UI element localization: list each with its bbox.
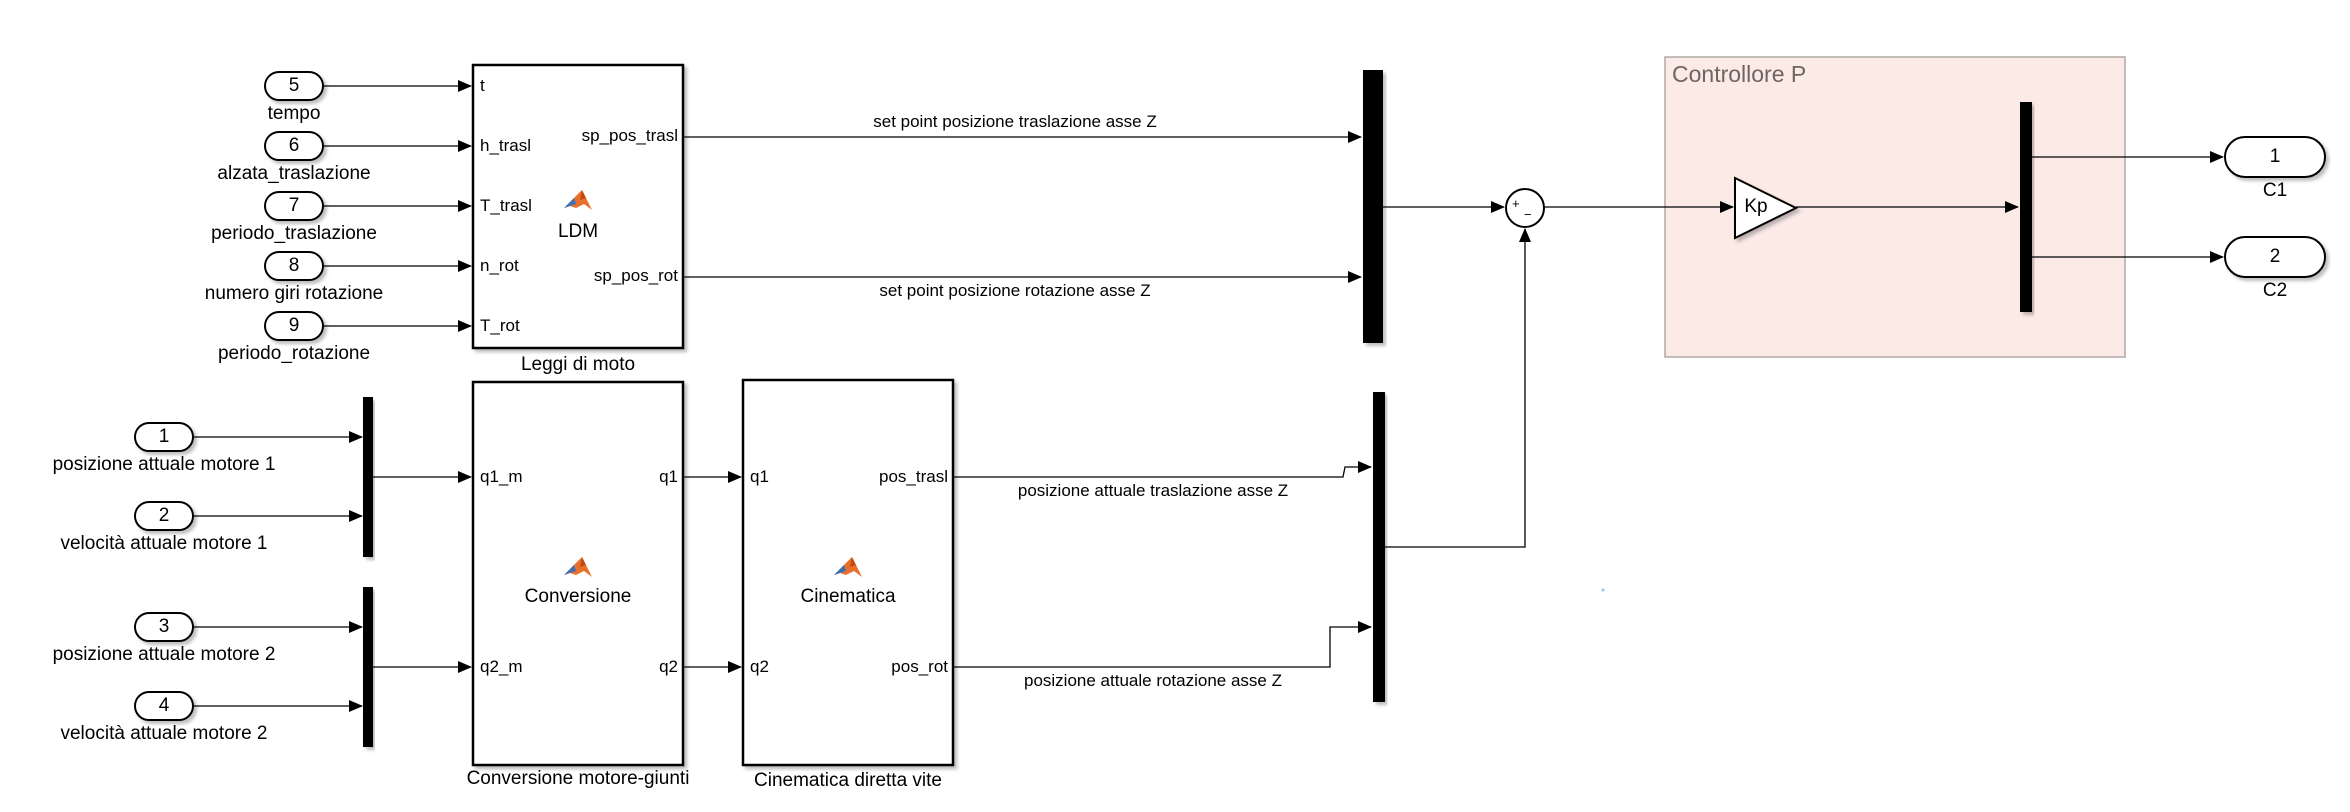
- controller-title: Controllore P: [1672, 61, 1807, 87]
- sum-sign-minus: −: [1524, 207, 1532, 222]
- cinematica-block-name: Cinematica: [800, 586, 896, 607]
- inport-3-number: 3: [158, 616, 170, 637]
- inport-4-number: 4: [158, 695, 170, 716]
- conversione-block-caption: Conversione motore-giunti: [466, 768, 690, 789]
- outport-2[interactable]: [2224, 236, 2326, 278]
- inport-9-number: 9: [288, 315, 300, 336]
- demux-controller[interactable]: [2020, 102, 2032, 312]
- inport-7-label: periodo_traslazione: [211, 223, 377, 244]
- inport-5-number: 5: [288, 75, 300, 96]
- inport-9-label: periodo_rotazione: [217, 343, 371, 364]
- inport-1-label: posizione attuale motore 1: [52, 454, 276, 475]
- cinematica-block-caption: Cinematica diretta vite: [754, 770, 942, 791]
- outport-2-label: C2: [2262, 280, 2288, 301]
- cinematica-output-pos-trasl: pos_trasl: [879, 467, 948, 486]
- ldm-matlab-icon: [564, 190, 592, 210]
- conversione-output-q1: q1: [659, 467, 678, 486]
- cinematica-output-pos-rot: pos_rot: [891, 657, 948, 676]
- signal-label-act-rot: posizione attuale rotazione asse Z: [1024, 671, 1282, 690]
- inport-3-label: posizione attuale motore 2: [52, 644, 276, 665]
- inport-5-label: tempo: [267, 103, 321, 124]
- ldm-block-caption: Leggi di moto: [520, 354, 636, 375]
- outport-1-label: C1: [2262, 180, 2288, 201]
- signal-label-sp-trasl: set point posizione traslazione asse Z: [873, 112, 1157, 131]
- inport-8-number: 8: [288, 255, 300, 276]
- ldm-input-h-trasl: h_trasl: [480, 136, 532, 155]
- conversione-input-q1-m: q1_m: [480, 467, 523, 486]
- wire-act-trasl[interactable]: [953, 461, 1372, 478]
- wire-act-rot[interactable]: [953, 621, 1372, 668]
- sum-block[interactable]: [1505, 188, 1545, 228]
- ldm-input-n-rot: n_rot: [480, 256, 519, 275]
- cinematica-input-q1: q1: [750, 467, 769, 486]
- conversione-input-q2-m: q2_m: [480, 657, 523, 676]
- ldm-output-sp-pos-rot: sp_pos_rot: [593, 266, 678, 285]
- signal-label-sp-rot: set point posizione rotazione asse Z: [879, 281, 1151, 300]
- inport-2-number: 2: [158, 505, 170, 526]
- sum-sign-plus: +: [1512, 196, 1520, 211]
- signal-label-act-trasl: posizione attuale traslazione asse Z: [1017, 481, 1289, 500]
- inport-6-label: alzata_traslazione: [217, 163, 371, 184]
- stray-dot: [1601, 588, 1605, 592]
- ldm-input-T-trasl: T_trasl: [480, 196, 532, 215]
- ldm-block-name: LDM: [557, 221, 599, 242]
- mux-motor-1[interactable]: [363, 397, 373, 557]
- wire-actual-sum[interactable]: [1385, 228, 1531, 548]
- outport-1[interactable]: [2224, 136, 2326, 178]
- inport-7-number: 7: [288, 195, 300, 216]
- conversione-output-q2: q2: [659, 657, 678, 676]
- inport-4-label: velocità attuale motore 2: [60, 723, 268, 744]
- inport-2-label: velocità attuale motore 1: [60, 533, 268, 554]
- inport-1-number: 1: [158, 426, 170, 447]
- cinematica-input-q2: q2: [750, 657, 769, 676]
- cinematica-matlab-icon: [834, 557, 862, 577]
- gain-block[interactable]: [1734, 176, 1799, 240]
- mux-setpoint[interactable]: [1363, 70, 1383, 343]
- inport-6-number: 6: [288, 135, 300, 156]
- outport-1-number: 1: [2269, 146, 2281, 167]
- inport-8-label: numero giri rotazione: [204, 283, 384, 304]
- ldm-input-T-rot: T_rot: [480, 316, 520, 335]
- conversione-matlab-icon: [564, 557, 592, 577]
- ldm-output-sp-pos-trasl: sp_pos_trasl: [581, 126, 678, 145]
- outport-2-number: 2: [2269, 246, 2281, 267]
- ldm-input-t: t: [480, 76, 485, 95]
- gain-label: Kp: [1744, 196, 1768, 217]
- mux-actual[interactable]: [1373, 392, 1385, 702]
- mux-motor-2[interactable]: [363, 587, 373, 747]
- conversione-block-name: Conversione: [524, 586, 632, 607]
